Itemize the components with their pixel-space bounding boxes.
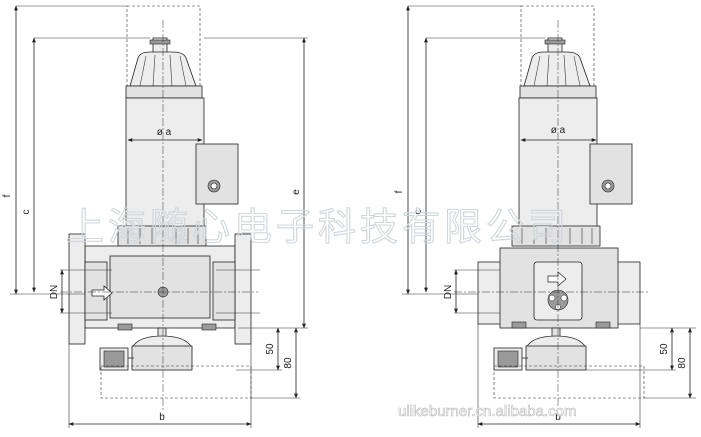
dimension-labels-right: f c DN 50 80 ø a b <box>394 125 688 423</box>
dimension-labels-left: f c e DN 50 80 ø a b <box>2 127 302 423</box>
right-valve-view <box>402 5 696 428</box>
left-connector-plug <box>125 37 203 99</box>
right-label-diameter-a: ø a <box>551 125 566 136</box>
left-label-diameter-a: ø a <box>157 127 172 138</box>
right-label-50: 50 <box>659 343 670 355</box>
right-junction-box <box>589 143 633 205</box>
left-coil-body <box>125 97 205 229</box>
left-label-dn: DN <box>49 285 60 299</box>
left-inlet-flange <box>68 233 86 345</box>
right-label-80: 80 <box>677 357 688 369</box>
right-label-b: b <box>555 412 561 423</box>
right-label-f: f <box>394 190 405 193</box>
right-label-c: c <box>413 210 424 215</box>
left-label-e: e <box>291 189 302 195</box>
company-watermark: 上海随心电子科技有限公司 <box>66 205 570 249</box>
left-bottom-actuator <box>99 327 252 399</box>
left-outlet-flange <box>234 233 252 345</box>
left-label-c: c <box>21 210 32 215</box>
left-label-b: b <box>159 412 165 423</box>
right-label-dn: DN <box>443 285 454 299</box>
left-valve-view <box>10 5 308 428</box>
left-junction-box <box>195 143 239 205</box>
right-bottom-actuator <box>493 327 645 399</box>
left-connector-envelope <box>126 5 201 87</box>
left-label-50: 50 <box>265 343 276 355</box>
right-connector-envelope <box>520 5 595 87</box>
left-label-f: f <box>2 194 13 197</box>
url-watermark: ulikeburner.cn.alibaba.com <box>398 403 576 420</box>
left-label-80: 80 <box>283 357 294 369</box>
left-flow-arrow <box>91 285 113 301</box>
